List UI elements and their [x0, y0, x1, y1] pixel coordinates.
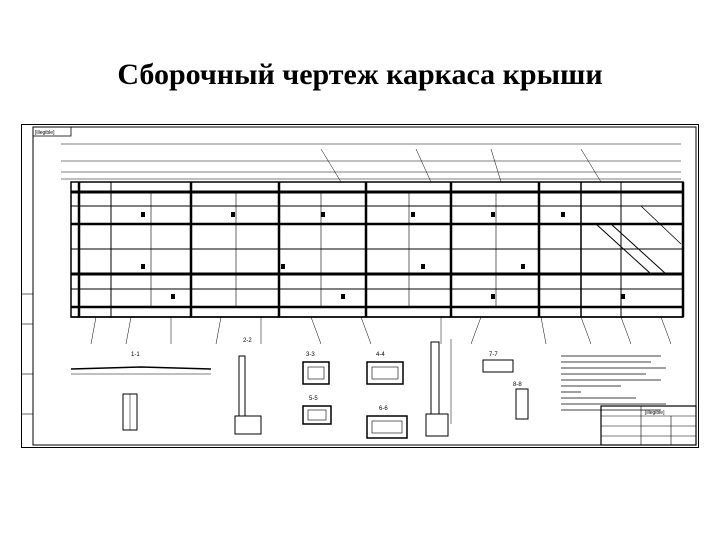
assembly-drawing-sheet: [illegible] — [21, 124, 699, 448]
section-label: 6-6 — [379, 406, 388, 412]
section-labels: 1-1 2-2 3-3 4-4 5-5 6-6 7-7 8-8 — [131, 338, 522, 412]
section-details — [70, 339, 529, 439]
callout-leaders — [90, 148, 672, 345]
section-label: 4-4 — [376, 352, 385, 358]
title-block-text: [illegible] — [645, 410, 665, 416]
section-label: 3-3 — [306, 352, 315, 358]
plan-details — [141, 212, 625, 299]
section-label: 8-8 — [513, 382, 522, 388]
section-label: 1-1 — [131, 352, 140, 358]
roof-frame-plan — [70, 181, 685, 318]
section-label: 5-5 — [309, 396, 318, 402]
inner-frame — [32, 126, 697, 446]
left-margin-ticks — [21, 293, 33, 415]
section-label: 2-2 — [243, 338, 252, 344]
slide-title: Сборочный чертеж каркаса крыши — [117, 58, 603, 92]
title-block — [600, 405, 697, 446]
section-label: 7-7 — [489, 352, 498, 358]
dimension-lines — [61, 143, 681, 180]
sheet-stamp-text: [illegible] — [35, 130, 55, 136]
sheet-stamp — [32, 126, 72, 137]
notes-block — [561, 355, 666, 411]
